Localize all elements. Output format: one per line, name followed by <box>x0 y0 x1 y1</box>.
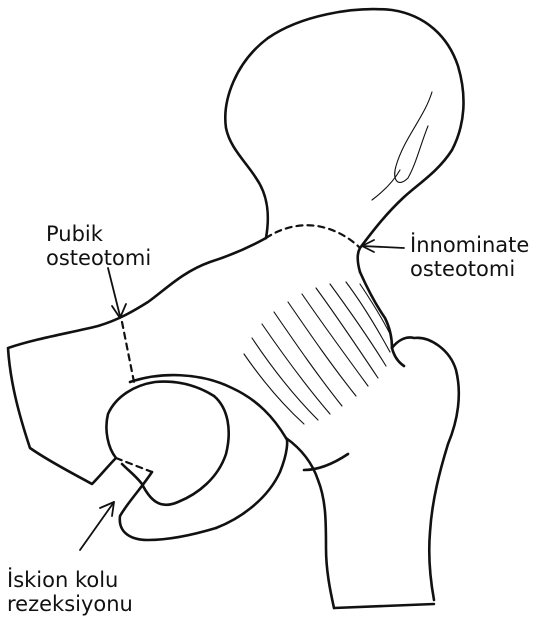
iliac-crest-detail <box>395 92 432 182</box>
obturator-ring <box>122 396 229 505</box>
innominate-osteotomy-line <box>266 225 360 248</box>
pubic-osteotomy-label: Pubik osteotomi <box>46 222 151 270</box>
ischial-resection-label: İskion kolu rezeksiyonu <box>7 568 133 616</box>
pubic-osteotomy-line <box>122 322 134 382</box>
innominate-osteotomy-label: İnnominate osteotomi <box>410 233 529 281</box>
ischial-arrow <box>80 502 114 550</box>
innominate-arrow <box>362 240 404 252</box>
pubic-osteotomy-label-line2: osteotomi <box>46 246 151 270</box>
ischial-resection-label-line1: İskion kolu <box>7 568 133 592</box>
innominate-osteotomy-label-line2: osteotomi <box>410 257 529 281</box>
obturator-inner <box>130 375 286 438</box>
femur-outline <box>392 337 459 600</box>
pubic-osteotomy-label-line1: Pubik <box>46 222 151 246</box>
femur-base <box>334 604 434 608</box>
femur-medial <box>286 438 334 608</box>
iliac-crest-detail-2 <box>372 170 400 200</box>
innominate-osteotomy-label-line1: İnnominate <box>410 233 529 257</box>
pubic-arrow <box>108 268 126 318</box>
acetabulum-hatching <box>244 282 390 424</box>
greater-trochanter <box>392 348 404 366</box>
ischial-resection-label-line2: rezeksiyonu <box>7 592 133 616</box>
